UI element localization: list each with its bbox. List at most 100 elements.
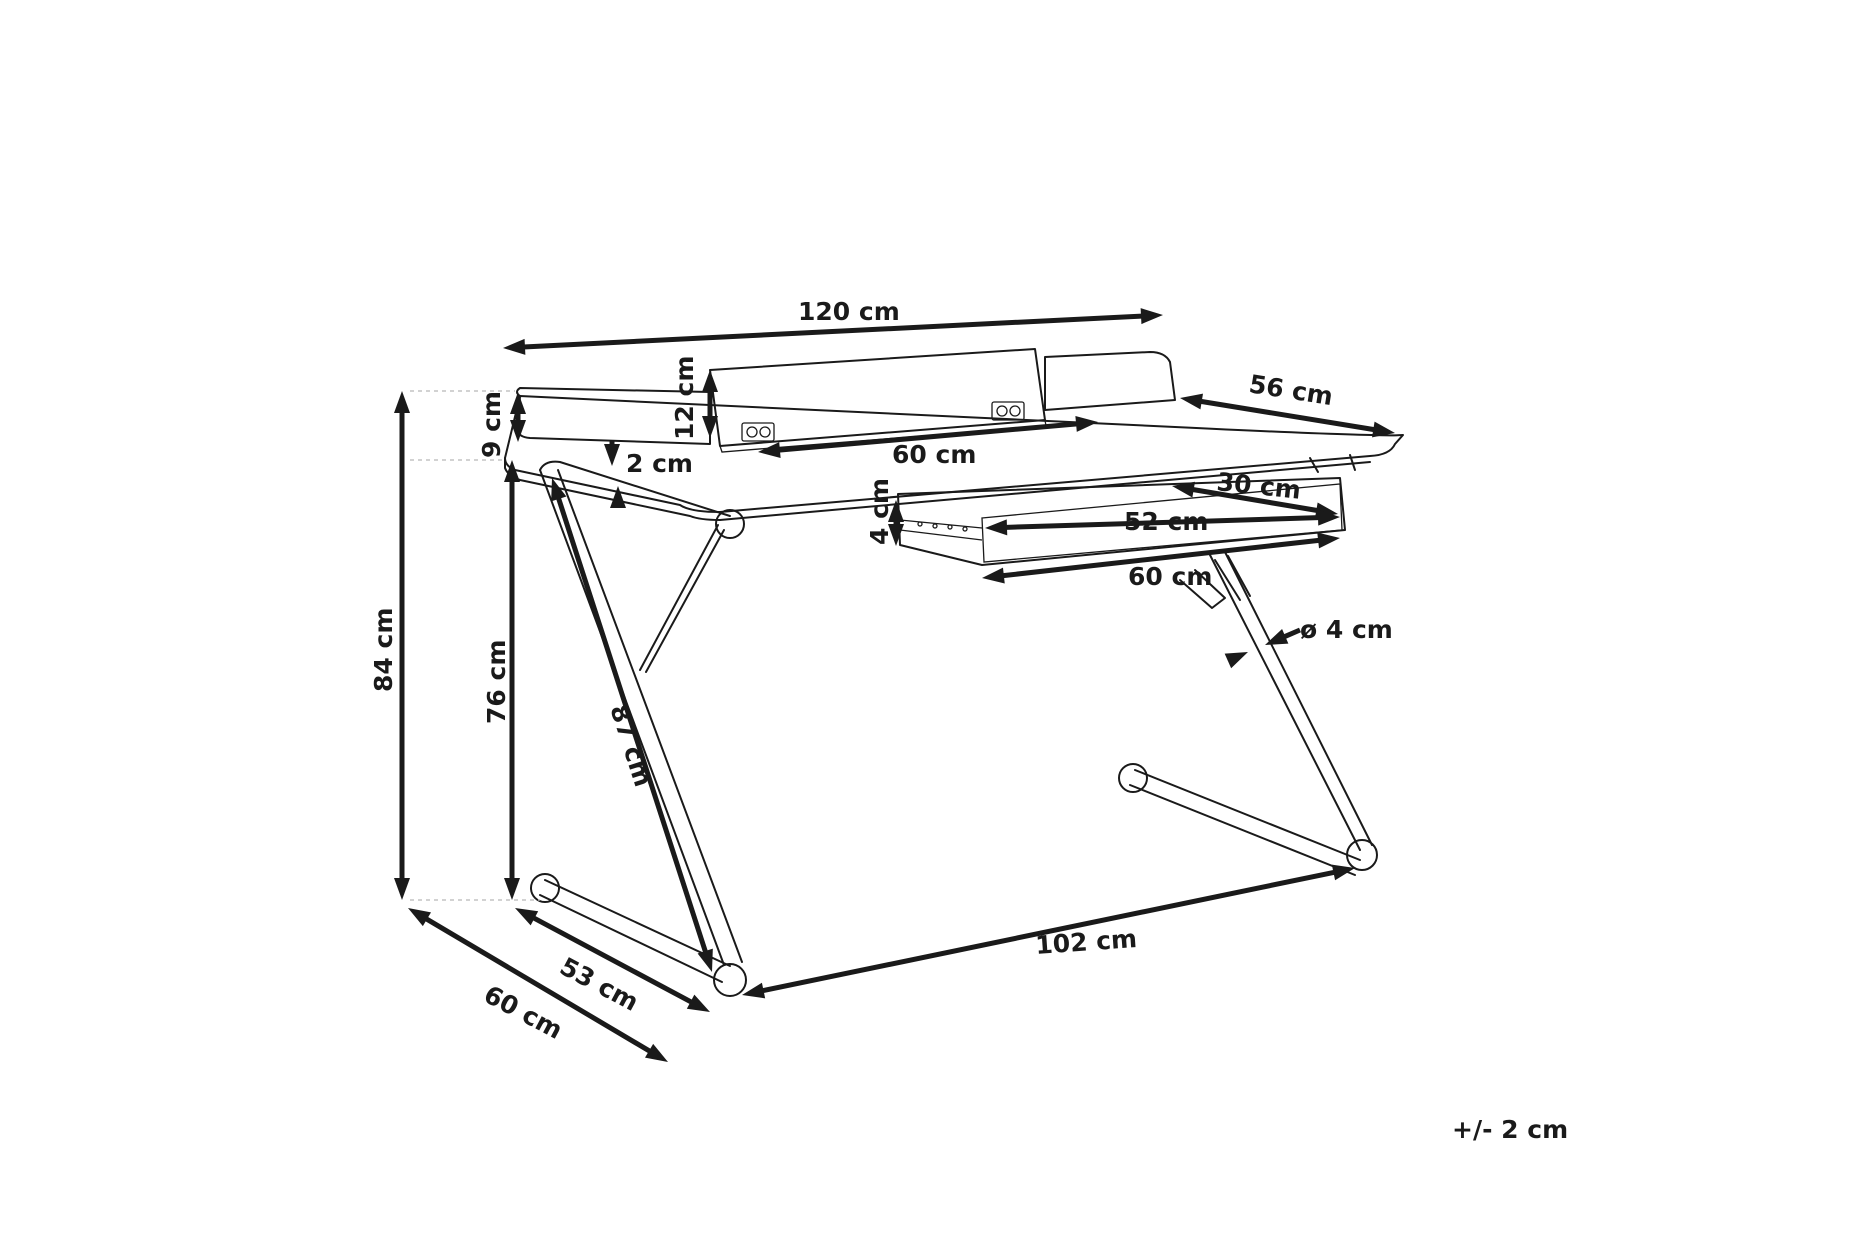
- label-tube-diameter: ø 4 cm: [1300, 615, 1393, 644]
- dimension-labels: 120 cm 56 cm 12 cm 60 cm 9 cm 2 cm 84 cm…: [369, 297, 1568, 1144]
- shelf-bracket-left: [741, 422, 775, 442]
- tolerance-note: +/- 2 cm: [1452, 1115, 1568, 1144]
- arrow-base-depth: [515, 908, 710, 1012]
- arrow-shelf-width: [758, 415, 1098, 459]
- arrow-top-thickness-bottom-head-end: [610, 486, 626, 508]
- arrow-top-thickness-top: [604, 440, 620, 466]
- right-leg-base-bar: [1129, 769, 1361, 876]
- arrow-base-length-head-start: [742, 982, 766, 999]
- arrow-top-width-shaft: [520, 313, 1146, 350]
- arrow-back-rail-head-start: [510, 392, 526, 414]
- arrow-total-height-head-start: [394, 391, 410, 413]
- arrow-tube-diameter-left: [1224, 652, 1248, 669]
- arrow-base-depth-shaft: [529, 914, 696, 1006]
- arrow-overall-depth-head-start: [408, 908, 432, 927]
- guide-lines: [410, 390, 540, 901]
- left-leg-top-bar: [539, 460, 731, 517]
- arrow-top-depth: [1180, 393, 1395, 438]
- label-top-height: 76 cm: [482, 640, 511, 724]
- arrow-shelf-height-head-end: [702, 416, 718, 438]
- arrow-back-rail-head-end: [510, 420, 526, 442]
- arrow-leg-diagonal-head-end: [697, 948, 713, 972]
- left-leg-base-back-cap: [530, 873, 560, 903]
- right-leg-joint: [1179, 569, 1226, 609]
- arrow-top-height-head-start: [504, 460, 520, 482]
- right-leg-brace: [1214, 555, 1251, 601]
- label-top-depth: 56 cm: [1247, 369, 1335, 411]
- arrow-base-length: [742, 864, 1355, 999]
- label-top-width: 120 cm: [798, 297, 900, 326]
- label-shelf-height: 12 cm: [670, 356, 699, 440]
- arrow-drawer-width-head-start: [982, 567, 1005, 584]
- left-leg-base-front-cap: [713, 963, 747, 997]
- back-rail-right: [1044, 351, 1176, 411]
- label-drawer-height: 4 cm: [865, 478, 894, 545]
- arrow-top-width-head-start: [503, 338, 526, 355]
- label-drawer-inner: 52 cm: [1124, 507, 1208, 536]
- arrow-top-thickness-top-head-end: [604, 444, 620, 466]
- arrow-shelf-height: [702, 370, 718, 438]
- arrow-drawer-width-shaft: [999, 537, 1323, 579]
- arrow-shelf-height-head-start: [702, 370, 718, 392]
- left-leg-base-bar: [539, 879, 731, 983]
- arrow-top-width-head-end: [1140, 308, 1163, 325]
- right-leg-base-back-cap: [1118, 763, 1148, 793]
- left-leg-top-cap: [715, 509, 745, 539]
- shelf-bracket-right: [991, 401, 1025, 421]
- arrow-top-height-head-end: [504, 878, 520, 900]
- arrow-drawer-height-head-end: [888, 524, 904, 546]
- arrow-base-depth-head-start: [515, 908, 539, 926]
- arrow-overall-depth-head-end: [644, 1043, 668, 1062]
- arrow-base-length-head-end: [1331, 864, 1355, 881]
- arrow-total-height-head-end: [394, 878, 410, 900]
- arrow-tube-diameter-left-head-end: [1224, 652, 1248, 669]
- arrow-top-height: [504, 460, 520, 900]
- arrow-tube-diameter-right: [1265, 627, 1301, 645]
- label-drawer-depth: 30 cm: [1215, 467, 1302, 505]
- arrow-leg-diagonal-head-start: [551, 478, 567, 502]
- arrow-overall-depth-shaft: [422, 915, 654, 1055]
- drawer-rail-holes: [917, 521, 968, 532]
- arrow-top-depth-head-start: [1180, 393, 1203, 410]
- right-leg-rear-post: [1309, 454, 1356, 473]
- arrow-base-depth-head-end: [686, 994, 710, 1012]
- arrow-leg-diagonal-shaft: [555, 494, 709, 956]
- arrow-shelf-width-shaft: [775, 421, 1081, 453]
- dimension-arrows: [394, 308, 1395, 1062]
- label-drawer-width: 60 cm: [1128, 562, 1212, 591]
- arrow-drawer-inner-head-start: [985, 519, 1008, 536]
- label-total-height: 84 cm: [369, 608, 398, 692]
- arrow-top-depth-shaft: [1197, 398, 1378, 433]
- label-base-depth: 53 cm: [555, 952, 643, 1017]
- label-base-length: 102 cm: [1034, 924, 1138, 960]
- arrow-total-height: [394, 391, 410, 900]
- arrow-drawer-height: [888, 500, 904, 546]
- arrow-overall-depth: [408, 908, 668, 1062]
- arrow-top-width: [503, 308, 1163, 355]
- arrow-drawer-inner-shaft: [1002, 515, 1323, 530]
- arrow-drawer-depth-head-start: [1172, 481, 1196, 498]
- label-top-thickness: 2 cm: [626, 449, 693, 478]
- right-leg-base-front-cap: [1346, 839, 1378, 871]
- drawer-rail: [899, 519, 983, 541]
- desk-drawing: [504, 348, 1404, 997]
- label-back-rail: 9 cm: [477, 391, 506, 458]
- arrow-leg-diagonal: [551, 478, 713, 972]
- arrow-tube-diameter-right-head-end: [1265, 628, 1289, 645]
- arrow-base-length-shaft: [759, 869, 1338, 994]
- arrow-shelf-width-head-end: [1075, 415, 1098, 432]
- label-shelf-width: 60 cm: [892, 440, 976, 469]
- left-leg-brace: [639, 524, 725, 673]
- desk-top-edge: [504, 457, 1371, 521]
- label-overall-depth: 60 cm: [479, 980, 567, 1045]
- arrow-top-thickness-bottom: [610, 486, 626, 508]
- arrow-top-depth-head-end: [1372, 421, 1395, 438]
- arrow-drawer-width: [982, 532, 1340, 584]
- keyboard-drawer: [897, 477, 1346, 566]
- arrow-drawer-depth-shaft: [1189, 486, 1321, 514]
- arrow-drawer-height-head-start: [888, 500, 904, 522]
- arrow-shelf-width-head-start: [758, 442, 781, 459]
- arrow-drawer-width-head-end: [1317, 532, 1340, 549]
- right-leg-diagonal: [1209, 551, 1373, 851]
